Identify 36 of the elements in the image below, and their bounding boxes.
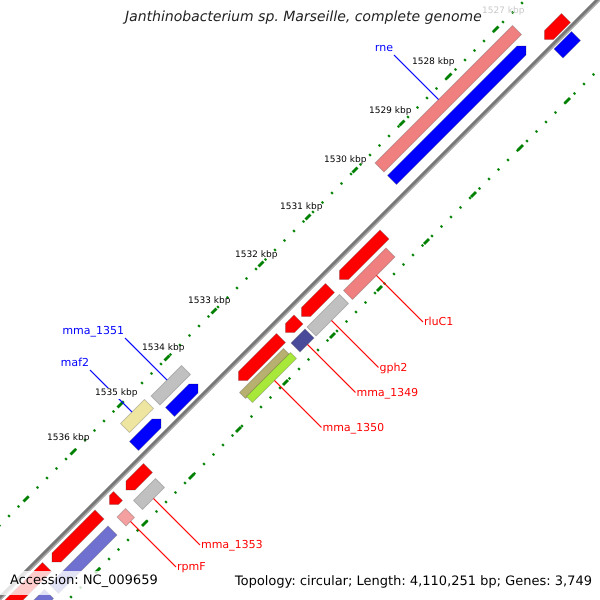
leader-line: [394, 54, 439, 100]
gene-bar: [246, 352, 298, 404]
leader-line: [376, 275, 424, 322]
scale-label: 1534 kbp: [142, 343, 184, 354]
scale-label: 1528 kbp: [412, 57, 454, 68]
gene-bar: [116, 508, 136, 527]
gene-bar: [306, 294, 350, 337]
leader-line: [124, 338, 168, 380]
gene-label: gph2: [380, 360, 408, 374]
gene-label: maf2: [60, 356, 89, 370]
scale-label: 1536 kbp: [47, 433, 90, 444]
gene-bar: [342, 247, 396, 300]
scale-label: 1529 kbp: [369, 106, 412, 117]
leader-line: [307, 344, 356, 393]
gene-label: rluC1: [424, 315, 454, 328]
scale-label: 1532 kbp: [235, 250, 278, 261]
genome-info-text: Topology: circular; Length: 4,110,251 bp; Genes: 3,749: [234, 574, 592, 590]
gene-label: rpmF: [177, 560, 206, 574]
gene-bar: [132, 478, 166, 510]
leader-line: [274, 380, 322, 428]
gene-label: mma_1349: [356, 386, 418, 399]
leader-line: [153, 498, 200, 546]
scale-label: 1531 kbp: [280, 202, 322, 213]
gene-label: mma_1350: [322, 420, 384, 434]
gene-label: mma_1353: [201, 538, 263, 552]
gene-label: mma_1351: [62, 324, 124, 338]
gene-bar: [150, 364, 192, 406]
scale-label: 1535 kbp: [95, 388, 138, 399]
gene-bar: [290, 328, 315, 353]
scale-label: 1533 kbp: [188, 296, 230, 307]
scale-label: 1530 kbp: [324, 155, 366, 166]
gene-bar: [120, 398, 154, 434]
gene-label: rne: [374, 41, 393, 54]
leader-line: [130, 521, 176, 568]
leader-line: [331, 320, 379, 368]
title: Janthinobacterium sp. Marseille, complete genome: [125, 9, 482, 26]
